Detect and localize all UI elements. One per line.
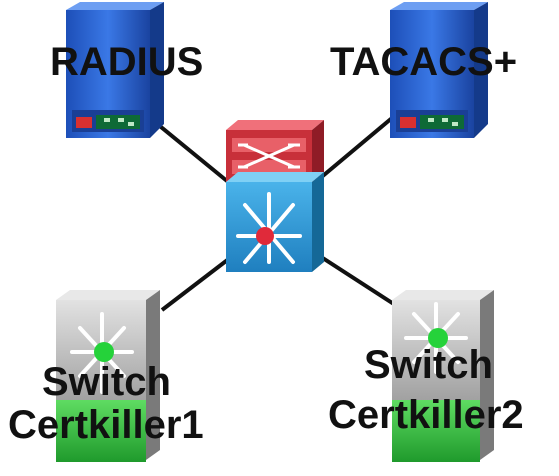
tacacs-server-icon <box>390 2 488 138</box>
links <box>148 116 402 312</box>
link-core-switch1 <box>160 256 232 312</box>
switch1-label-line1: Switch <box>42 360 171 404</box>
switch2-label-line1: Switch <box>364 343 493 387</box>
tacacs-label: TACACS+ <box>330 40 518 84</box>
link-radius-core <box>148 116 240 192</box>
switch-certkiller1-icon <box>56 290 160 462</box>
link-tacacs-core <box>310 116 394 187</box>
switch1-label-line2: Certkiller1 <box>8 403 204 447</box>
link-core-switch2 <box>316 253 402 310</box>
switch-certkiller2-icon <box>392 290 494 462</box>
core-switch-icon <box>226 172 324 272</box>
radius-server-icon <box>66 2 164 138</box>
radius-label: RADIUS <box>50 40 204 84</box>
switch2-label-line2: Certkiller2 <box>328 393 524 437</box>
